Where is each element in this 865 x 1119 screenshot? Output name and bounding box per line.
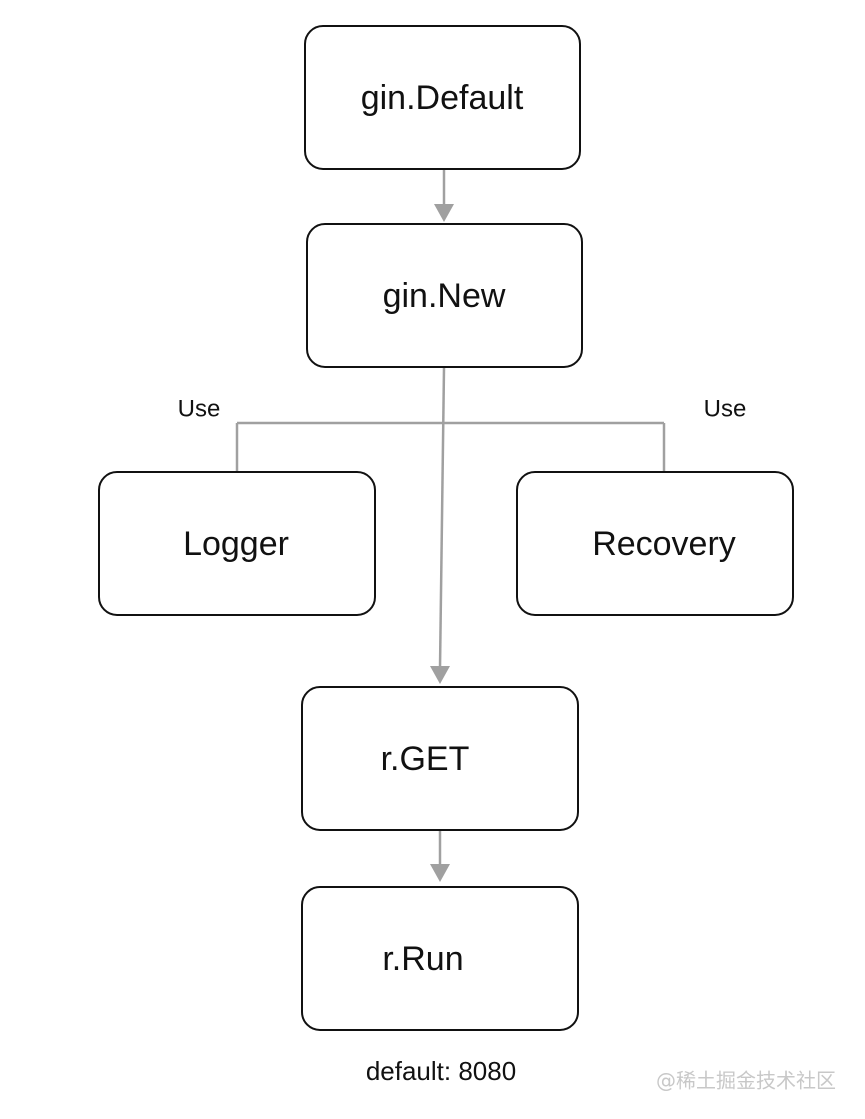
node-logger-label: Logger — [183, 525, 289, 563]
node-recovery-label: Recovery — [592, 525, 736, 563]
node-r-run-label: r.Run — [382, 940, 463, 978]
node-gin-default-box — [304, 25, 581, 170]
edge-label-use-right: Use — [704, 395, 747, 422]
node-gin-default-label: gin.Default — [361, 79, 524, 117]
node-gin-default: gin.Default — [304, 25, 581, 170]
node-gin-new-label: gin.New — [383, 277, 506, 315]
node-r-run: r.Run — [301, 886, 579, 1031]
node-gin-new-box — [306, 223, 583, 368]
node-logger-box — [98, 471, 376, 616]
connector-new-to-get — [438, 367, 446, 669]
arrow-head-get — [430, 666, 450, 684]
arrow-head-run — [430, 864, 450, 882]
node-gin-new: gin.New — [306, 223, 583, 368]
arrow-head-new — [434, 204, 454, 222]
node-recovery-box — [516, 471, 794, 616]
node-r-get-label: r.GET — [381, 740, 470, 778]
watermark: @稀土掘金技术社区 — [656, 1069, 836, 1093]
footnote-default-port: default: 8080 — [366, 1056, 516, 1086]
node-r-get-box — [301, 686, 579, 831]
edge-label-use-left: Use — [178, 395, 221, 422]
node-r-get: r.GET — [301, 686, 579, 831]
node-logger: Logger — [98, 471, 376, 616]
connectors — [235, 170, 666, 882]
node-recovery: Recovery — [516, 471, 794, 616]
node-r-run-box — [301, 886, 579, 1031]
